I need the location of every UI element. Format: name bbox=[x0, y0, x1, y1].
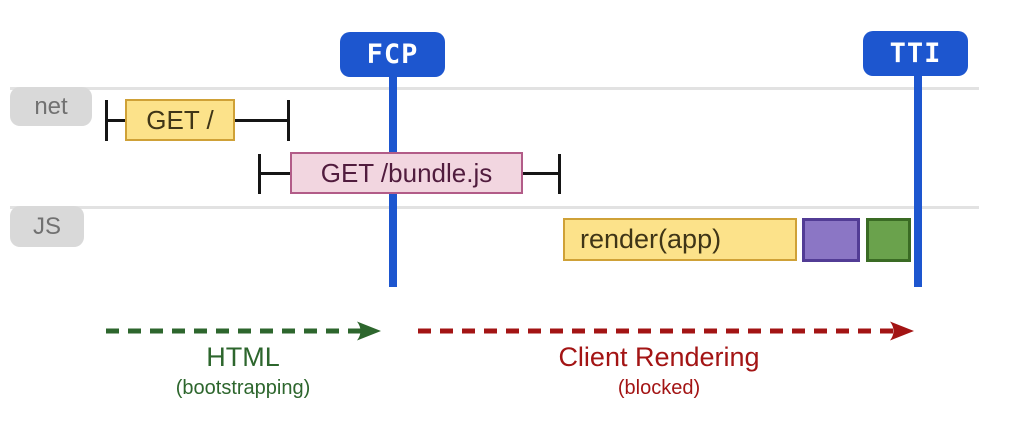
get-root-task-label: GET / bbox=[146, 104, 214, 135]
purple-task-block bbox=[802, 218, 860, 262]
net-lane-label: net bbox=[10, 87, 92, 126]
get-bundle-task: GET /bundle.js bbox=[290, 152, 523, 194]
fcp-badge: FCP bbox=[340, 32, 445, 77]
js-lane-label-text: JS bbox=[32, 212, 61, 240]
html-phase-label-group: HTML (bootstrapping) bbox=[123, 342, 363, 400]
render-app-task: render(app) bbox=[563, 218, 797, 261]
html-phase-label: HTML bbox=[206, 342, 280, 372]
tti-line bbox=[914, 76, 922, 287]
html-phase-arrow bbox=[106, 321, 381, 341]
fcp-badge-text: FCP bbox=[366, 39, 419, 70]
client-rendering-phase-arrow bbox=[418, 321, 914, 341]
get-bundle-whisker-left-line bbox=[258, 172, 292, 175]
get-bundle-whisker-left-tick bbox=[258, 154, 261, 194]
get-root-whisker-right-line bbox=[233, 119, 289, 122]
tti-badge: TTI bbox=[863, 31, 968, 76]
render-app-task-label: render(app) bbox=[580, 224, 722, 254]
js-lane-label: JS bbox=[10, 206, 84, 247]
green-task-block bbox=[866, 218, 911, 262]
tti-badge-text: TTI bbox=[889, 38, 942, 69]
get-root-whisker-right-tick bbox=[287, 100, 290, 141]
client-phase-label-group: Client Rendering (blocked) bbox=[509, 342, 809, 400]
client-phase-sublabel: (blocked) bbox=[617, 377, 701, 400]
get-bundle-whisker-right-tick bbox=[558, 154, 561, 194]
net-lane-label-text: net bbox=[34, 92, 68, 120]
js-lane-line bbox=[10, 206, 979, 209]
get-root-task: GET / bbox=[125, 99, 235, 141]
client-phase-label: Client Rendering bbox=[558, 342, 760, 372]
net-lane-line bbox=[10, 87, 979, 90]
get-root-whisker-left-tick bbox=[105, 100, 108, 141]
get-root-whisker-left-line bbox=[105, 119, 127, 122]
get-bundle-task-label: GET /bundle.js bbox=[320, 157, 493, 188]
html-phase-sublabel: (bootstrapping) bbox=[175, 377, 311, 400]
get-bundle-whisker-right-line bbox=[521, 172, 561, 175]
